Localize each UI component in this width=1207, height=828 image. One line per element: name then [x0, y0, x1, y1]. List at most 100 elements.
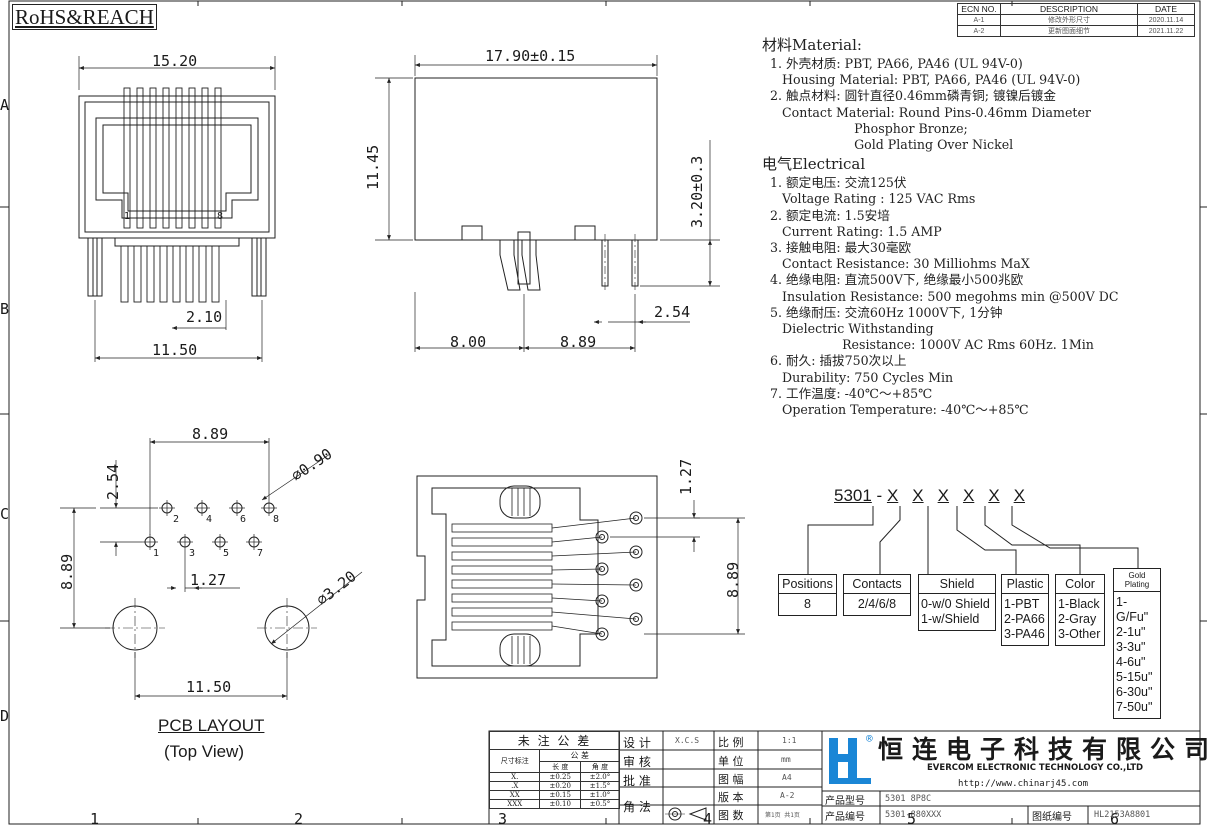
model-value: 5301 8P8C	[885, 794, 932, 804]
material-title: 材料Material:	[762, 36, 862, 54]
tolerance-row: XXX±0.10±0.5°	[488, 799, 621, 809]
company-url: http://www.chinarj45.com	[958, 779, 1089, 789]
option-value: 1-G/Fu"	[1116, 595, 1149, 624]
dim-bottom-pin-pitch: 1.27	[677, 458, 695, 495]
tolerance-cell: ±0.5°	[579, 799, 621, 809]
option-value: 8	[804, 597, 811, 611]
option-shield: Shield 0-w/0 Shield 1-w/Shield	[918, 574, 996, 631]
size-label: 图 幅	[718, 773, 744, 786]
dim-side-front-offset: 8.00	[450, 333, 487, 351]
option-contacts: Contacts 2/4/6/8	[843, 574, 911, 616]
option-values: 0-w/0 Shield 1-w/Shield	[919, 594, 995, 630]
tolerance-cell: X.	[488, 772, 541, 782]
option-value: 3-3u"	[1116, 640, 1146, 654]
pcb-layout-title: PCB LAYOUT	[158, 716, 265, 735]
grid-row-d: D	[0, 707, 10, 725]
tolerance-title: 未 注 公 差	[489, 731, 620, 750]
tolerance-cell: XX	[488, 790, 541, 800]
option-value: 1-Black	[1058, 597, 1100, 611]
ecn-row: A-1 修改外形尺寸 2020.11.14	[957, 14, 1195, 26]
option-value: 2-1u"	[1116, 625, 1146, 639]
design-label: 设 计	[623, 736, 651, 750]
tolerance-row: X.±0.25±2.0°	[488, 772, 621, 782]
option-value: 0-w/0 Shield	[921, 597, 990, 611]
rohs-reach-mark: RoHS&REACH	[12, 4, 157, 30]
pcb-layout-drawing	[60, 438, 363, 700]
spec-line: Current Rating: 1.5 AMP	[762, 223, 942, 239]
spec-line: 6. 耐久: 插拔750次以上	[762, 353, 907, 369]
review-label: 审 核	[623, 755, 651, 769]
part-number-base: 5301	[834, 486, 872, 505]
option-value: 6-30u"	[1116, 685, 1153, 699]
version-value: A-2	[780, 791, 795, 800]
pcb-pin-3: 3	[189, 548, 196, 559]
grid-row-b: B	[0, 300, 10, 318]
grid-row-c: C	[0, 505, 10, 523]
version-label: 版 本	[718, 791, 744, 804]
pcb-layout-subtitle: (Top View)	[164, 742, 244, 761]
pcb-pin-5: 5	[223, 548, 230, 559]
part-number-leaders	[807, 506, 1139, 575]
spec-line: 7. 工作温度: -40℃～+85℃	[762, 385, 933, 401]
title-block-frame	[488, 730, 1201, 825]
option-value: 5-15u"	[1116, 670, 1153, 684]
dim-front-width: 15.20	[152, 52, 198, 70]
option-header: Contacts	[844, 575, 910, 594]
dim-pcb-peg-offset: 8.89	[58, 553, 76, 590]
grid-row-a: A	[0, 96, 10, 114]
ecn-col-no: ECN NO.	[957, 3, 1001, 15]
grid-col-3: 3	[498, 810, 508, 828]
dim-front-span: 11.50	[152, 341, 198, 359]
tolerance-cell: ±0.20	[539, 781, 581, 791]
spec-line: Dielectric Withstanding	[762, 321, 934, 337]
option-header: Shield	[919, 575, 995, 594]
ecn-cell: 修改外形尺寸	[1000, 14, 1138, 26]
option-value: 3-PA46	[1004, 627, 1045, 641]
dim-front-pin-offset: 2.10	[186, 308, 223, 326]
approve-label: 批 准	[623, 774, 651, 788]
dim-side-length: 17.90±0.15	[485, 47, 576, 65]
company-logo-drawing	[829, 738, 871, 784]
pcb-pin-8: 8	[273, 514, 280, 525]
dim-pcb-peg-span: 11.50	[186, 678, 232, 696]
dim-side-pin-pitch: 2.54	[654, 303, 691, 321]
company-name-cn: 恒连电子科技有限公司	[878, 735, 1207, 764]
tolerance-cell: ±0.25	[539, 772, 581, 782]
code-value: 5301-880XXX	[885, 810, 942, 820]
option-values: 1-G/Fu" 2-1u" 3-3u" 4-6u" 5-15u" 6-30u" …	[1114, 592, 1160, 718]
spec-line: Voltage Rating : 125 VAC Rms	[762, 191, 976, 207]
electrical-title: 电气Electrical	[762, 155, 866, 174]
tolerance-table: 未 注 公 差 尺寸标注 公 差 长 度 角 度 X.±0.25±2.0° .X…	[488, 731, 621, 809]
spec-text: 材料Material: 1. 外壳材质: PBT, PA66, PA46 (UL…	[762, 34, 1118, 418]
grid-col-6: 6	[1110, 810, 1120, 828]
part-number-slot: X	[937, 486, 949, 505]
spec-line: Phosphor Bronze;	[762, 120, 968, 136]
part-number-slot: X	[886, 486, 899, 505]
option-gold-plating: Gold Plating 1-G/Fu" 2-1u" 3-3u" 4-6u" 5…	[1113, 568, 1161, 719]
dim-pcb-row-gap: 2.54	[104, 463, 122, 500]
ecn-cell: A-1	[957, 14, 1001, 26]
option-values: 1-PBT 2-PA66 3-PA46	[1002, 594, 1048, 645]
part-number-slot: X	[1013, 486, 1025, 505]
ecn-cell: 2020.11.14	[1137, 14, 1195, 26]
scale-value: 1:1	[782, 736, 797, 745]
option-value: 3-Other	[1058, 627, 1101, 641]
option-header: Gold Plating	[1114, 569, 1160, 592]
option-header: Positions	[779, 575, 836, 594]
option-color: Color 1-Black 2-Gray 3-Other	[1055, 574, 1105, 646]
sheets-label: 图 数	[718, 809, 744, 822]
grid-col-4: 4	[703, 810, 713, 828]
front-view	[78, 56, 276, 362]
dim-pcb-pin-pitch: 1.27	[190, 571, 227, 589]
option-header: Color	[1056, 575, 1104, 594]
part-number-slot: X	[912, 486, 924, 505]
drawing-no-label: 图纸编号	[1032, 812, 1072, 823]
bottom-view	[416, 475, 745, 679]
company-name-en: EVERCOM ELECTRONIC TECHNOLOGY CO.,LTD	[927, 763, 1144, 773]
option-plastic: Plastic 1-PBT 2-PA66 3-PA46	[1001, 574, 1049, 646]
option-value: 2-Gray	[1058, 612, 1097, 626]
spec-line: 1. 额定电压: 交流125伏	[762, 175, 907, 191]
ecn-table: ECN NO. DESCRIPTION DATE A-1 修改外形尺寸 2020…	[957, 3, 1195, 37]
